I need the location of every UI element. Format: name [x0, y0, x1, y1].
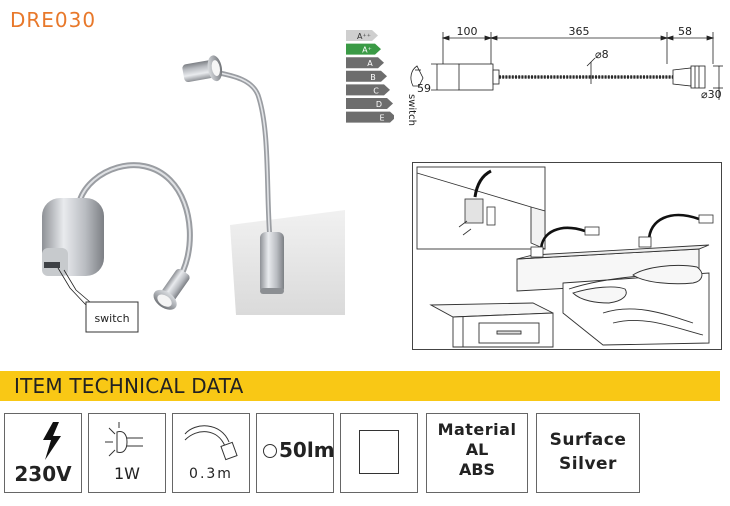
- product-code: DRE030: [10, 8, 97, 32]
- energy-class-label: A⁺⁺: [357, 32, 371, 41]
- dim-head-dia: ⌀30: [701, 88, 722, 101]
- dim-head: 58: [678, 25, 692, 38]
- energy-class-label: B: [370, 73, 376, 82]
- cable-value: 0.3m: [189, 466, 233, 482]
- spec-shape: [340, 413, 418, 493]
- energy-class-label: A: [367, 59, 373, 68]
- spec-power: 1W: [88, 413, 166, 493]
- energy-class-4: C: [346, 84, 390, 96]
- dim-height: 59: [417, 82, 431, 95]
- dim-body: 100: [457, 25, 478, 38]
- spec-voltage: 230V: [4, 413, 82, 493]
- material-abs: ABS: [458, 460, 496, 479]
- energy-class-6: E: [346, 111, 394, 123]
- energy-class-2: A: [346, 57, 384, 69]
- energy-class-3: B: [346, 70, 387, 82]
- product-photo: switch: [42, 55, 345, 333]
- material-title: Material: [437, 420, 517, 439]
- installation-scene: [412, 162, 722, 350]
- power-value: 1W: [114, 464, 140, 483]
- spec-cable: 0.3m: [172, 413, 250, 493]
- lightning-bolt-icon: [43, 422, 61, 460]
- energy-class-1: A⁺: [346, 43, 381, 55]
- spec-material: Material AL ABS: [426, 413, 528, 493]
- dimension-drawing: 100 365 58 ⌀8 59 ⌀30 switch: [406, 25, 723, 126]
- banner-title: ITEM TECHNICAL DATA: [14, 374, 244, 398]
- energy-class-5: D: [346, 98, 393, 109]
- surface-title: Surface: [549, 430, 627, 450]
- surface-value: Silver: [559, 454, 617, 474]
- energy-class-label: E: [379, 114, 384, 123]
- energy-class-0: A⁺⁺: [346, 30, 378, 41]
- energy-class-label: C: [373, 86, 379, 95]
- technical-data-banner: ITEM TECHNICAL DATA: [0, 371, 720, 401]
- lumen-circle-icon: [263, 444, 277, 458]
- lumen-value: 50lm: [279, 438, 335, 462]
- gooseneck-icon: [184, 425, 238, 461]
- dim-arm: 365: [569, 25, 590, 38]
- spec-lumen: 50lm: [256, 413, 335, 493]
- energy-class-label: D: [376, 100, 382, 109]
- spec-surface: Surface Silver: [536, 413, 640, 493]
- bulb-icon: [105, 422, 143, 457]
- square-shape-icon: [359, 430, 399, 474]
- voltage-value: 230V: [14, 462, 72, 486]
- photo-switch-label: switch: [94, 312, 129, 325]
- energy-class-label: A⁺: [362, 46, 372, 55]
- dim-arm-dia: ⌀8: [595, 48, 609, 61]
- material-al: AL: [465, 440, 489, 459]
- drawing-switch-label: switch: [406, 94, 417, 126]
